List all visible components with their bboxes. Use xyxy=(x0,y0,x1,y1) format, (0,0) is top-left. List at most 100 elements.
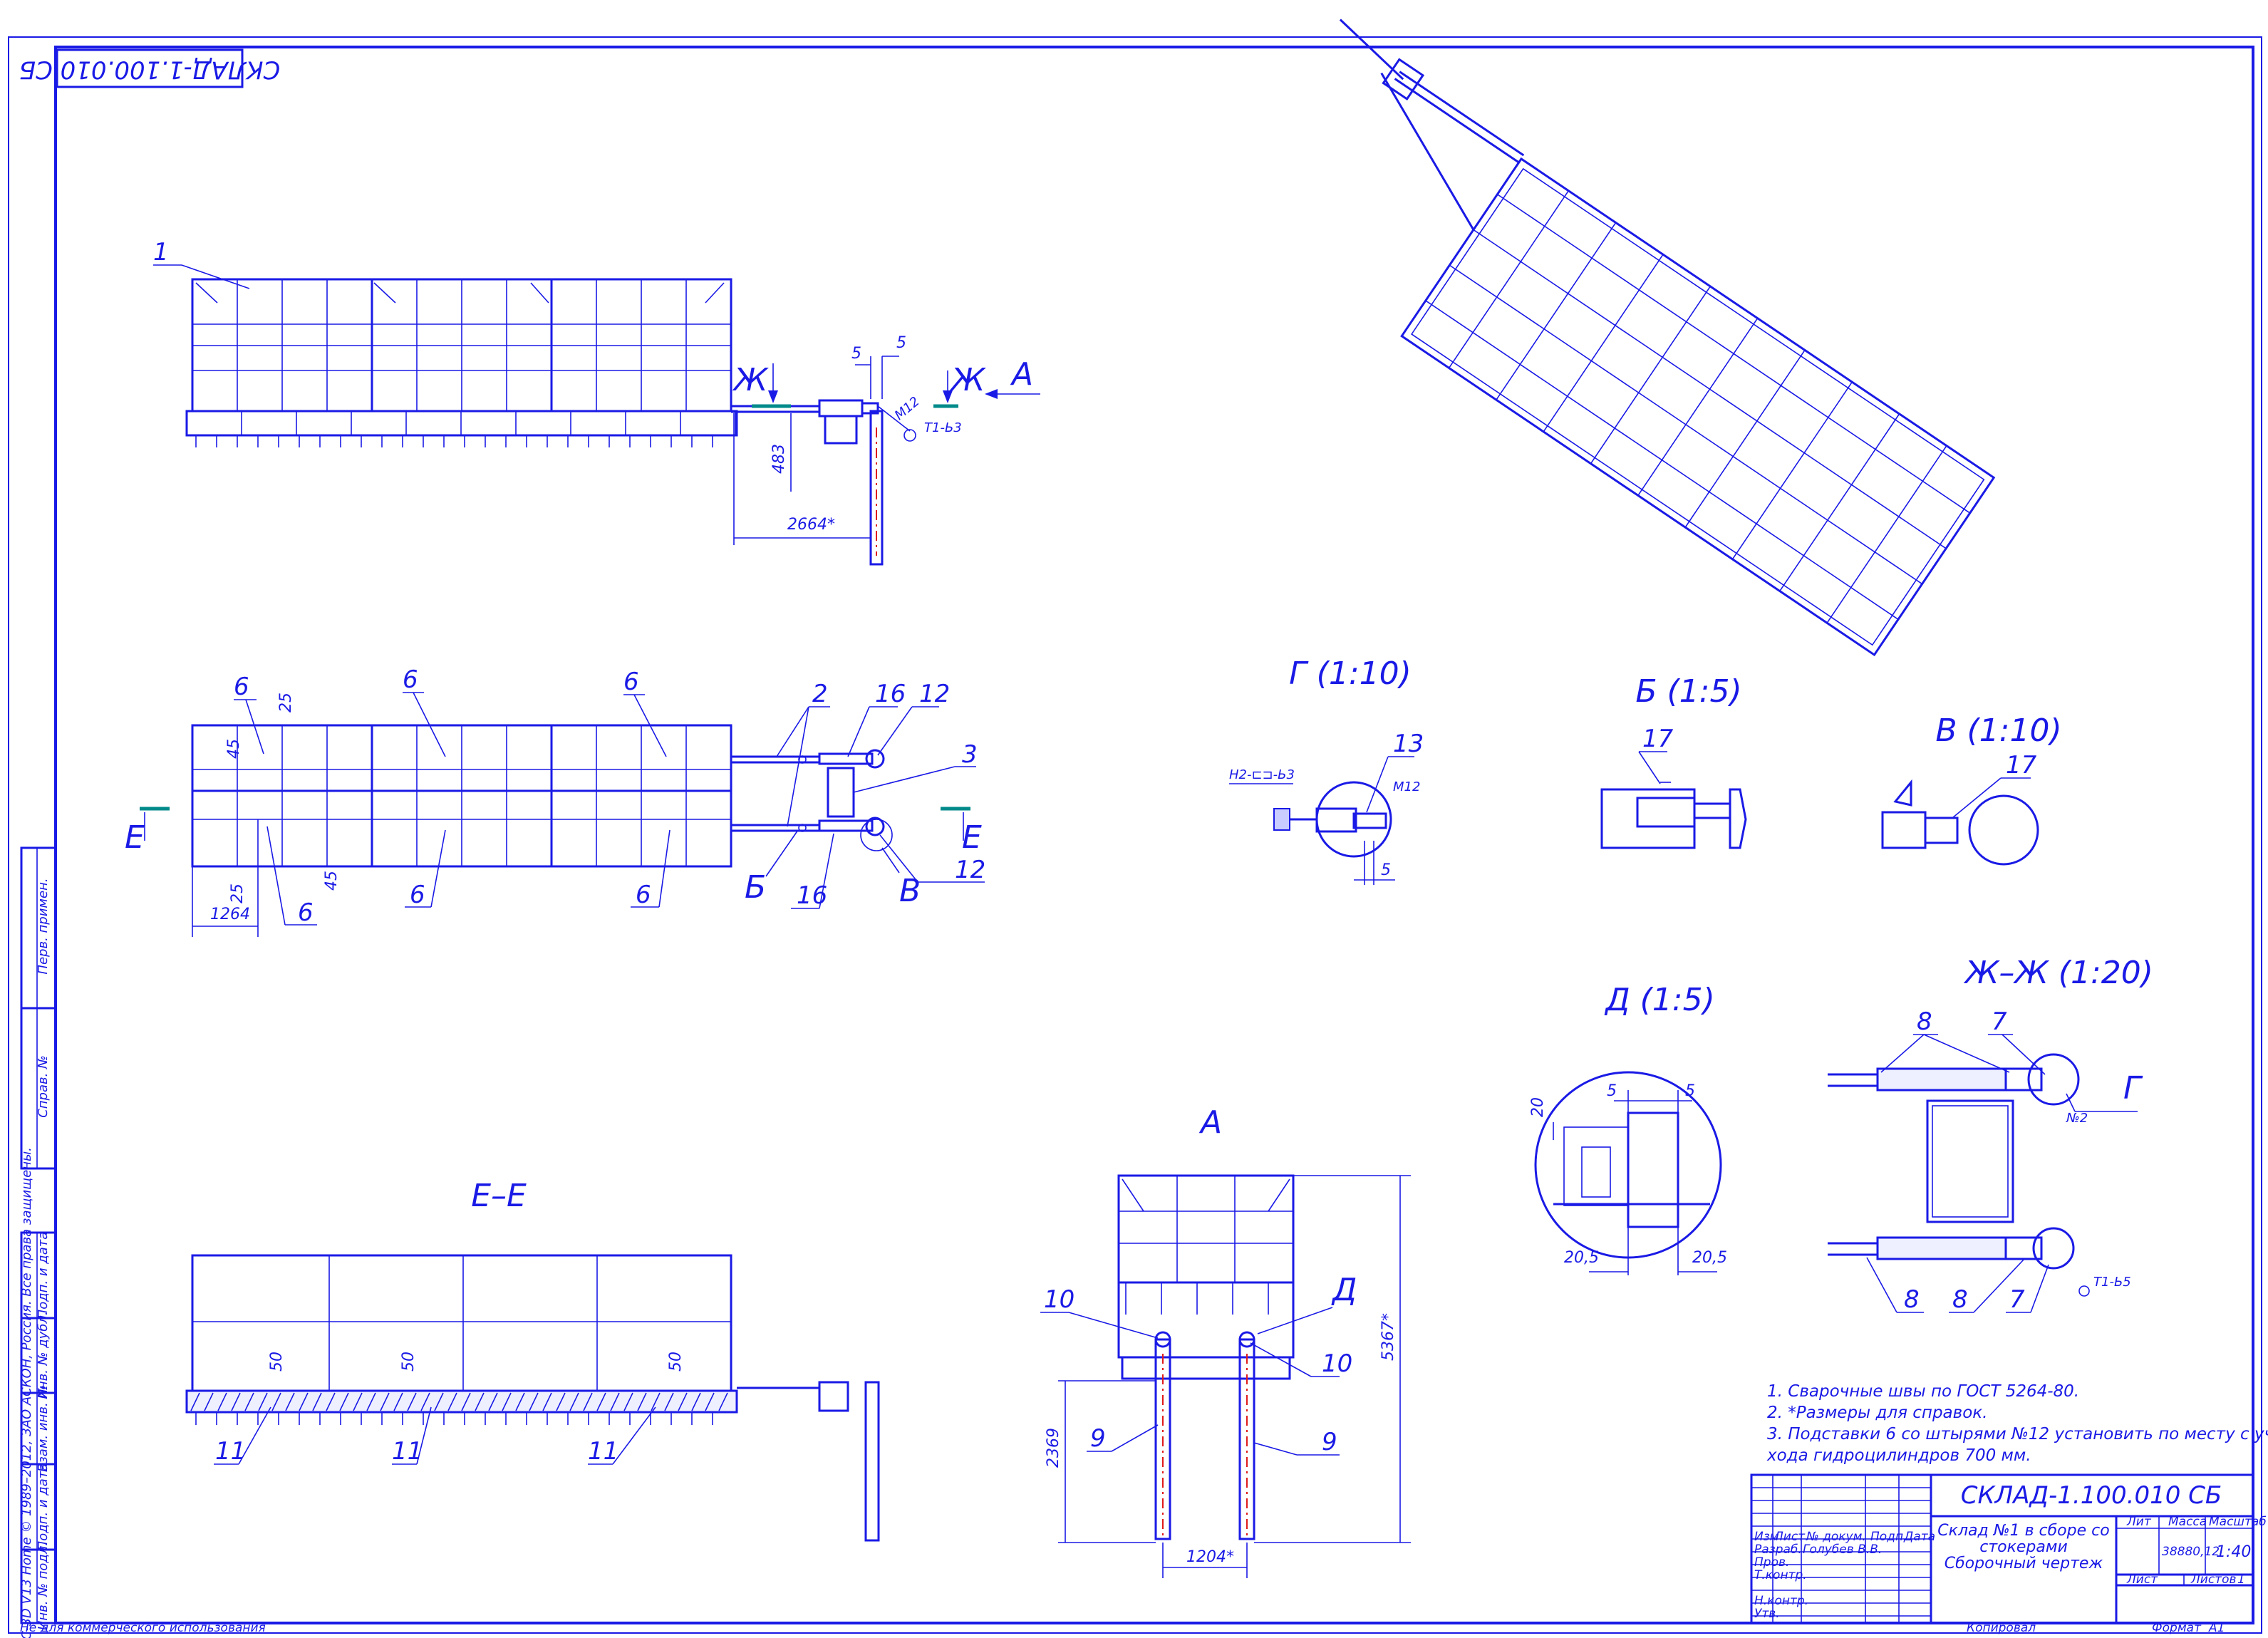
hatch xyxy=(610,1392,620,1411)
pos-16-a: 16 xyxy=(875,680,906,708)
tb-scale-label: Масштаб xyxy=(2209,1515,2267,1529)
callout-b: Б xyxy=(745,869,766,906)
side-podp: Подп. и дата xyxy=(36,1232,51,1320)
tb-col-data: Дата xyxy=(1903,1530,1935,1544)
weld-t1: Т1-Ь3 xyxy=(924,420,962,435)
inner-frame xyxy=(54,46,2254,1624)
rot-post xyxy=(1543,254,1664,432)
section-zhzh: Ж–Ж (1:20) 8 7 Г №2 8 8 7 Т1-Ь5 xyxy=(1828,955,2153,1314)
tb-designation: СКЛАД-1.100.010 СБ xyxy=(1961,1481,2222,1510)
tb-row-prov: Пров. xyxy=(1754,1555,1789,1570)
dim-205-b: 20,5 xyxy=(1692,1249,1727,1267)
outer-frame xyxy=(8,36,2262,1634)
side-kompas: КОМПАС-3D V13 Home © 1989–2012, ЗАО АСКО… xyxy=(19,1147,34,1638)
note-1: 1. Сварочные швы по ГОСТ 5264-80. xyxy=(1767,1382,2079,1401)
pos-12-b: 12 xyxy=(955,856,985,884)
section-ee: Е–Е 11 11 11 50 50 50 xyxy=(185,1178,880,1542)
pos-12-a: 12 xyxy=(919,680,950,708)
rot-post xyxy=(1684,349,1806,528)
hatch xyxy=(623,1392,633,1411)
hatch xyxy=(190,1392,200,1411)
hatch xyxy=(556,1392,566,1411)
detail-d: Д (1:5) 5 5 20 20,5 20,5 xyxy=(1529,982,1727,1275)
pos-3: 3 xyxy=(962,740,978,769)
hatch xyxy=(475,1392,485,1411)
detail-g: Г (1:10) Н2-⊏⊐-Ь3 13 М12 5 xyxy=(1229,655,1424,885)
tb-row-utv: Утв. xyxy=(1754,1607,1780,1621)
hatch xyxy=(529,1392,539,1411)
pos-2: 2 xyxy=(812,680,828,708)
footer-noncommercial: Не для коммерческого использования xyxy=(20,1621,266,1635)
pos-6-d: 6 xyxy=(298,898,314,927)
tb-col-dok: № докум. xyxy=(1806,1530,1866,1544)
dim-50-a: 50 xyxy=(268,1352,286,1372)
dim-205-a: 20,5 xyxy=(1564,1249,1599,1267)
hatch xyxy=(461,1392,471,1411)
plan-view: Е Е 6 6 6 6 6 6 2 16 12 3 12 16 Б В xyxy=(125,665,985,937)
rot-post xyxy=(1590,286,1711,465)
dim-5367: 5367* xyxy=(1379,1313,1397,1361)
view-a: А 10 10 9 9 Д 5367* xyxy=(1040,1104,1411,1578)
pos-11-c: 11 xyxy=(588,1437,618,1466)
hatch xyxy=(502,1392,512,1411)
pos-8-a: 8 xyxy=(1917,1007,1932,1036)
view-a-arrow-label: А xyxy=(1010,356,1033,393)
section-zhzh-title: Ж–Ж (1:20) xyxy=(1963,955,2153,991)
tb-name-2: стокерами xyxy=(1979,1538,2068,1556)
hatch xyxy=(434,1392,444,1411)
hatch xyxy=(447,1392,457,1411)
pos-9-b: 9 xyxy=(1322,1428,1337,1456)
side-podp2: Подп. и дата xyxy=(36,1463,51,1551)
rot-rail xyxy=(1497,194,1971,514)
hatch xyxy=(515,1392,525,1411)
hatch xyxy=(691,1392,701,1411)
note-2: 2. *Размеры для справок. xyxy=(1767,1404,1987,1422)
pos-6-b: 6 xyxy=(403,665,418,694)
tb-mass-label: Масса xyxy=(2168,1515,2207,1529)
hatch xyxy=(718,1392,728,1411)
hatch xyxy=(366,1392,376,1411)
note-3b: хода гидроцилиндров 700 мм. xyxy=(1766,1446,2031,1465)
callout-d: Д xyxy=(1331,1272,1357,1308)
tb-lit-label: Лит xyxy=(2126,1515,2152,1529)
pos-6-c: 6 xyxy=(623,668,639,696)
dim-25a: 25 xyxy=(277,693,295,712)
dim-1204: 1204* xyxy=(1186,1548,1234,1566)
hatch xyxy=(231,1392,241,1411)
hatch xyxy=(271,1392,281,1411)
rot-post xyxy=(1731,381,1853,560)
tb-sheets: 1 xyxy=(2237,1572,2245,1587)
pos-6-f: 6 xyxy=(636,881,651,909)
hatch xyxy=(705,1392,715,1411)
hatch xyxy=(596,1392,606,1411)
dim-50-c: 50 xyxy=(667,1352,685,1372)
dim-45a: 45 xyxy=(225,739,243,759)
hatch xyxy=(217,1392,227,1411)
side-strip: Перв. примен. Справ. № Подп. и дата Инв.… xyxy=(19,846,57,1638)
detail-d-title: Д (1:5) xyxy=(1604,982,1715,1018)
tb-col-list: Лист xyxy=(1774,1530,1806,1544)
hatch xyxy=(569,1392,579,1411)
section-e-mark-right: Е xyxy=(962,819,982,856)
section-zh-mark-left: Ж xyxy=(732,362,769,398)
hatch xyxy=(664,1392,674,1411)
section-ee-title: Е–Е xyxy=(471,1178,527,1214)
pos-7-a: 7 xyxy=(1992,1007,2007,1036)
pos-16-b: 16 xyxy=(797,881,827,910)
dim-2664: 2664* xyxy=(787,516,835,534)
pos-10-a: 10 xyxy=(1044,1285,1075,1314)
tb-col-izm: Изм xyxy=(1754,1530,1779,1544)
dim-483: 483 xyxy=(770,444,788,474)
tb-name-1: Склад №1 в сборе со xyxy=(1937,1522,2109,1540)
hatch xyxy=(353,1392,363,1411)
main-view: Т1-Ь3 М12 1 Ж Ж А 2664* 483 5 5 xyxy=(153,238,1040,566)
pos-6-a: 6 xyxy=(234,673,249,701)
footer-format-label: Формат xyxy=(2152,1621,2202,1635)
pos-1: 1 xyxy=(153,238,169,266)
pos-7-b: 7 xyxy=(2009,1285,2025,1314)
dim-5-d2: 5 xyxy=(1685,1082,1695,1100)
hatch xyxy=(420,1392,430,1411)
weld-t2: Т1-Ь5 xyxy=(2093,1275,2131,1290)
weld-m1: М12 xyxy=(892,394,923,423)
